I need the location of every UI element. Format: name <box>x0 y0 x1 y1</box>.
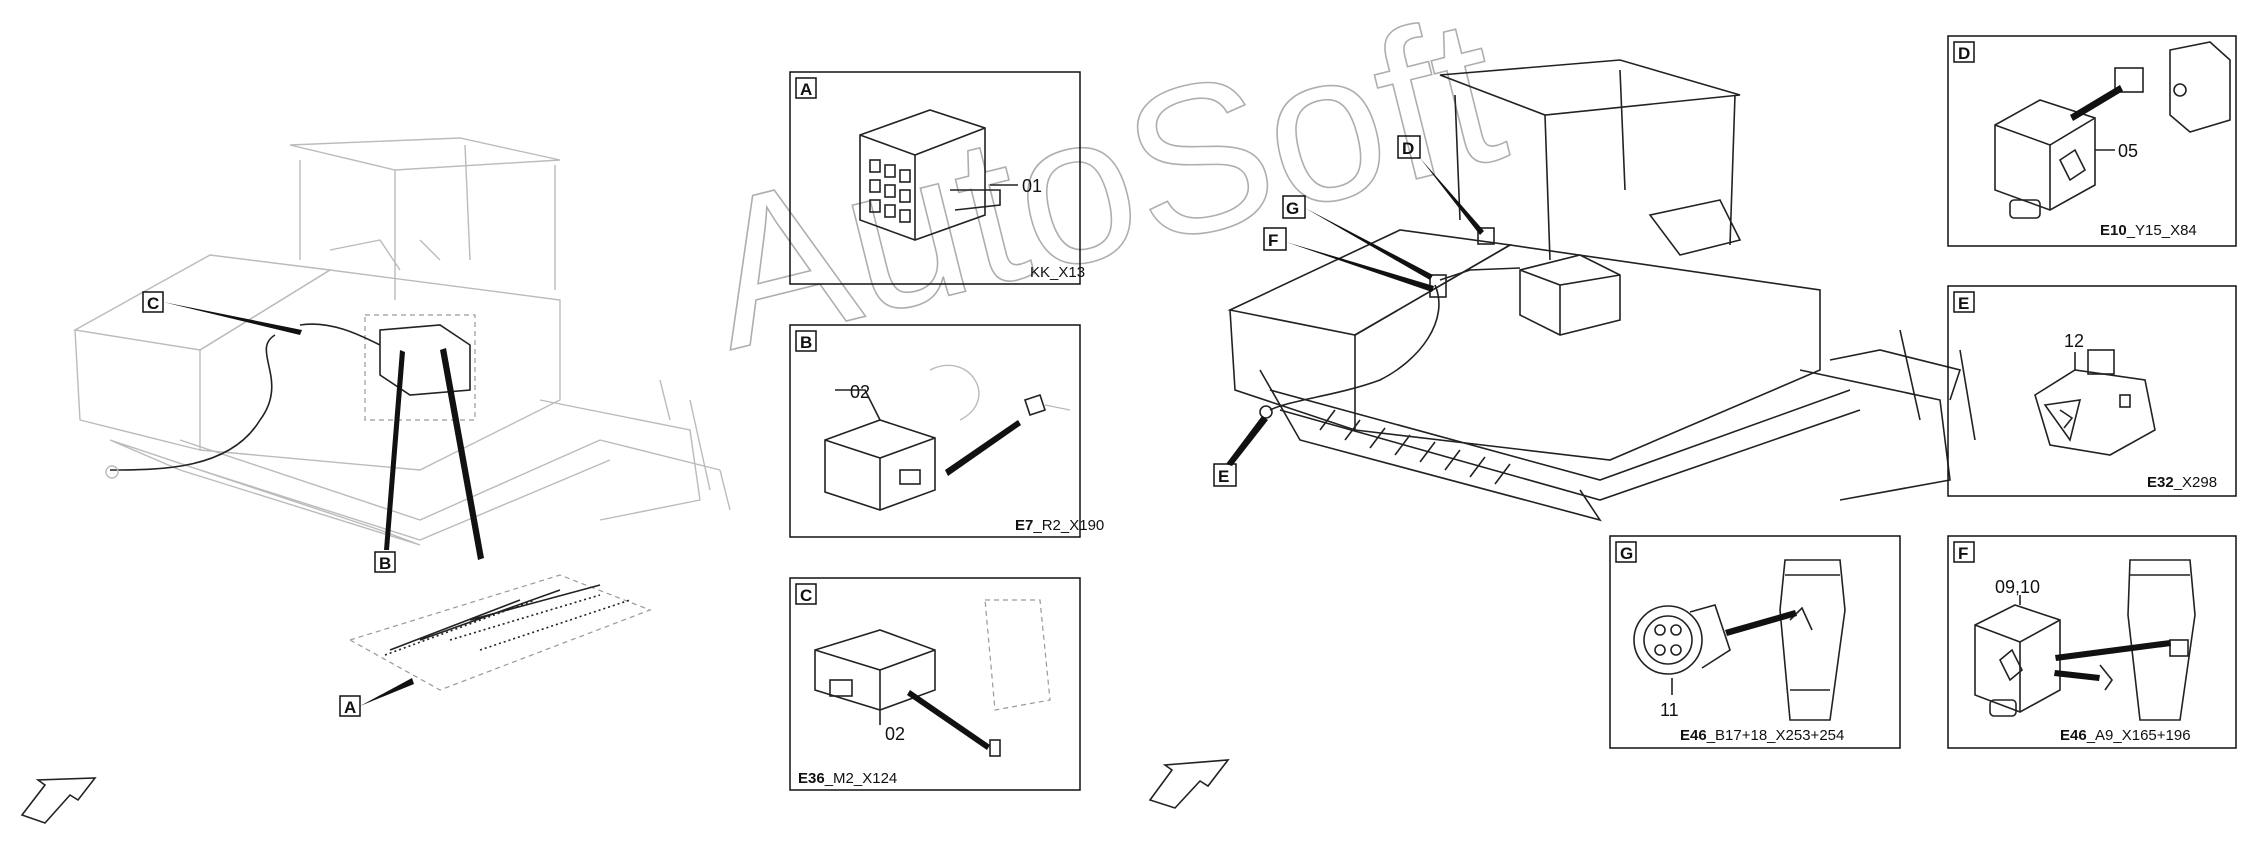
circuit-board <box>348 574 652 691</box>
direction-arrow-icon <box>20 777 97 824</box>
leader-line <box>1420 158 1484 235</box>
panel-letter-box <box>795 583 817 605</box>
connector-c-drawing <box>814 599 1051 757</box>
connector-g-drawing <box>1633 559 1846 721</box>
svg-text:E36_M2_X124: E36_M2_X124 <box>798 770 897 787</box>
svg-text:D: D <box>1402 139 1414 158</box>
detail-panel-B: B 02 E7_R2_X190 <box>789 324 1104 538</box>
leader-line <box>1226 416 1268 466</box>
callout-box <box>374 551 396 573</box>
paver-outline-right <box>1227 59 1976 522</box>
svg-text:F: F <box>1268 231 1278 250</box>
svg-text:12: 12 <box>2064 331 2084 351</box>
connector-marker <box>1477 227 1495 245</box>
callout-B: B <box>374 350 405 573</box>
callout-box <box>1282 195 1306 219</box>
panel-letter-box <box>795 77 817 99</box>
leader-line <box>163 302 302 335</box>
svg-text:G: G <box>1286 199 1299 218</box>
leader-line <box>907 690 990 750</box>
svg-text:E46_A9_X165+196: E46_A9_X165+196 <box>2060 727 2191 744</box>
leader-line <box>384 350 405 550</box>
leader-line <box>2055 640 2171 661</box>
svg-text:E10_Y15_X84: E10_Y15_X84 <box>2100 222 2197 239</box>
callout-F: F <box>1263 227 1434 292</box>
svg-text:KK_X13: KK_X13 <box>1030 264 1085 281</box>
connector-f-drawing <box>1974 559 2196 721</box>
detail-panel-D: D 05 E10_Y15_X84 <box>1947 35 2237 247</box>
svg-text:E: E <box>1958 294 1969 313</box>
callout-G: G <box>1282 195 1433 280</box>
detail-panel-F: F 09,10 E46_A9_X165+196 <box>1947 535 2237 749</box>
svg-text:02: 02 <box>885 724 905 744</box>
leader-line <box>1305 208 1433 280</box>
svg-text:05: 05 <box>2118 141 2138 161</box>
svg-text:C: C <box>147 294 159 313</box>
overview-left: C B A <box>20 137 731 824</box>
connector-marker <box>1259 405 1273 419</box>
callout-box <box>1397 135 1421 159</box>
svg-text:A: A <box>800 80 812 99</box>
engine-module <box>379 324 471 396</box>
leader-line <box>2070 85 2123 121</box>
connector-a-drawing <box>859 109 1001 241</box>
svg-text:B: B <box>800 333 812 352</box>
harness-right <box>1269 284 1440 411</box>
svg-text:D: D <box>1958 44 1970 63</box>
panel-letter-box <box>1953 291 1975 313</box>
callout-box <box>1263 227 1287 251</box>
leader-line-secondary <box>2054 670 2100 681</box>
detail-panel-G: G 11 E46_B17+18_X253+254 <box>1609 535 1901 749</box>
callout-A: A <box>339 678 414 717</box>
detail-panel-C: C 02 E36_M2_X124 <box>789 577 1081 791</box>
leader-line <box>945 420 1021 476</box>
leader-line-board <box>440 348 484 560</box>
panel-letter-box <box>795 330 817 352</box>
connector-d-drawing <box>1994 41 2231 219</box>
svg-text:09,10: 09,10 <box>1995 577 2040 597</box>
callout-D: D <box>1397 135 1484 235</box>
svg-text:B: B <box>379 554 391 573</box>
panel-letter-box <box>1953 541 1975 563</box>
svg-text:E32_X298: E32_X298 <box>2147 474 2217 491</box>
direction-arrow-icon <box>1148 759 1230 809</box>
svg-text:11: 11 <box>1660 700 1679 720</box>
callout-E: E <box>1213 416 1268 487</box>
svg-text:01: 01 <box>1022 176 1042 196</box>
svg-text:E46_B17+18_X253+254: E46_B17+18_X253+254 <box>1680 727 1844 744</box>
detail-panel-A: A 01 KK_X13 <box>789 71 1085 285</box>
overview-right: D G F E <box>1148 59 1976 809</box>
leader-line <box>1725 610 1797 636</box>
svg-text:C: C <box>800 586 812 605</box>
leader-line <box>1286 242 1434 292</box>
svg-text:A: A <box>344 698 356 717</box>
panel-letter-box <box>1615 541 1637 563</box>
detail-panel-E: E 12 E32_X298 <box>1947 285 2237 497</box>
callout-C: C <box>142 291 302 335</box>
harness-left <box>109 334 276 471</box>
svg-text:F: F <box>1958 544 1968 563</box>
harness-right-upper <box>1439 267 1521 281</box>
paver-outline-left <box>72 137 731 546</box>
harness-left-upper <box>299 323 381 346</box>
svg-text:G: G <box>1620 544 1633 563</box>
detail-zone <box>364 314 476 421</box>
svg-text:E: E <box>1218 467 1229 486</box>
svg-text:E7_R2_X190: E7_R2_X190 <box>1015 517 1104 534</box>
panel-letter-box <box>1953 41 1975 63</box>
connector-e-drawing <box>2034 349 2156 456</box>
callout-box <box>1213 463 1237 487</box>
svg-text:02: 02 <box>850 382 870 402</box>
part-leader <box>835 389 881 421</box>
leader-line <box>360 678 414 706</box>
